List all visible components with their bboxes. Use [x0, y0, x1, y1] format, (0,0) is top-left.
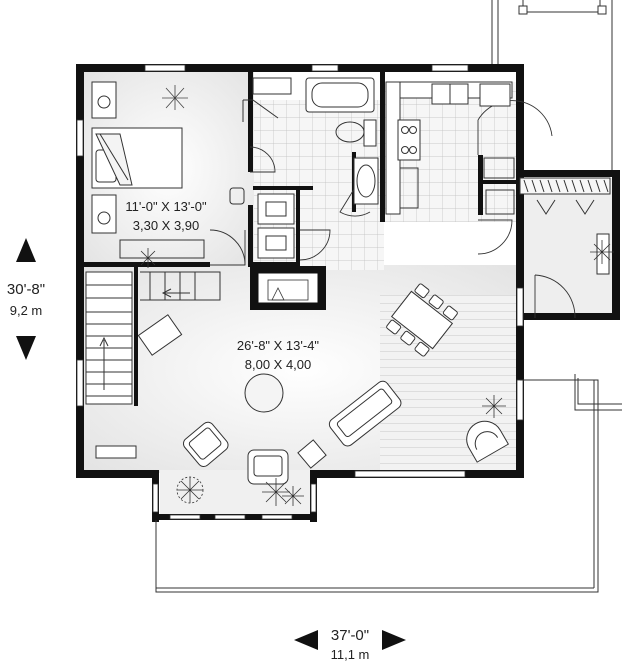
depth-metric: 9,2 m — [10, 303, 43, 318]
dimension-arrows — [16, 238, 406, 650]
pantry-shelf — [483, 157, 515, 179]
arrow-right-icon — [382, 630, 406, 650]
bathtub — [305, 77, 375, 113]
bedroom-size-metric: 3,30 X 3,90 — [133, 218, 200, 233]
arrow-down-icon — [16, 336, 36, 360]
dresser — [119, 239, 205, 259]
porch — [155, 374, 622, 593]
entry — [519, 177, 611, 275]
console — [95, 445, 137, 459]
living-furniture — [95, 314, 510, 485]
toilet-bowl — [335, 121, 365, 143]
fireplace — [257, 272, 319, 304]
bedroom-size-imperial: 11'-0" X 13'-0" — [125, 199, 207, 214]
side-table — [297, 439, 327, 469]
nightstand-top — [91, 81, 117, 119]
coffee-table — [244, 373, 284, 413]
plant-bay-left — [176, 476, 204, 504]
vanity — [353, 157, 379, 205]
entry-bench — [596, 233, 610, 275]
depth-imperial: 30'-8" — [7, 281, 45, 298]
kitchen — [385, 81, 515, 215]
plant-stairs — [138, 248, 158, 268]
plants — [138, 240, 614, 506]
living-size-imperial: 26'-8" X 13'-4" — [237, 338, 320, 353]
plant-corner — [482, 395, 506, 418]
stairs — [85, 271, 221, 405]
bathroom — [257, 77, 379, 259]
doors — [209, 100, 576, 319]
plant-entry — [590, 240, 614, 264]
dining-table — [386, 283, 458, 357]
desk — [137, 314, 183, 356]
bedroom-chair — [229, 187, 245, 205]
coat-rack — [519, 177, 611, 195]
bedroom — [91, 77, 292, 259]
labels: 11'-0" X 13'-0" 3,30 X 3,90 26'-8" X 13'… — [7, 199, 370, 662]
armchair-center — [247, 449, 289, 485]
nightstand-bottom — [91, 194, 117, 234]
windows — [76, 64, 524, 520]
reading-chair — [466, 420, 510, 463]
washer — [257, 193, 295, 225]
closet — [252, 77, 292, 95]
rear-deck — [491, 0, 613, 170]
refrigerator — [479, 83, 511, 107]
dryer — [257, 227, 295, 259]
dishwasher — [399, 167, 419, 209]
width-metric: 11,1 m — [331, 647, 370, 662]
plant-bay-right — [262, 478, 304, 506]
width-imperial: 37'-0" — [331, 627, 369, 644]
armchair-left — [183, 421, 229, 467]
toilet-tank — [363, 119, 377, 147]
sofa — [328, 380, 402, 447]
living-size-metric: 8,00 X 4,00 — [245, 357, 312, 372]
arrow-up-icon — [16, 238, 36, 262]
plant-bedroom — [162, 85, 188, 110]
arrow-left-icon — [294, 630, 318, 650]
stove — [397, 119, 421, 161]
